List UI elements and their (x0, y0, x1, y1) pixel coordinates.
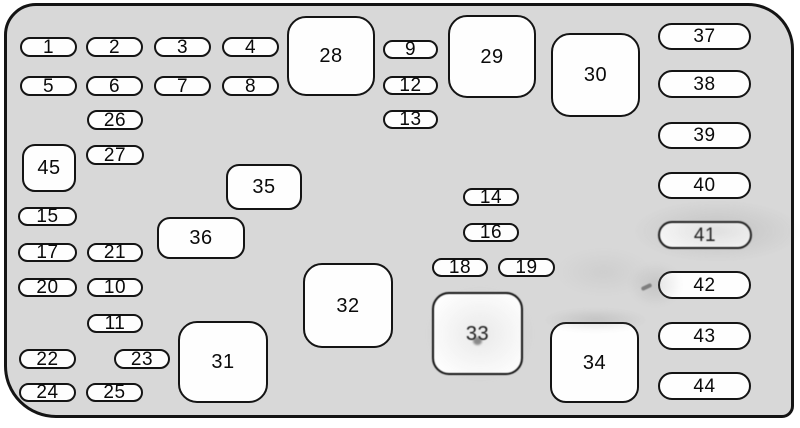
fuse-11: 11 (87, 314, 143, 333)
fuse-8: 8 (222, 76, 279, 96)
fuse-9: 9 (383, 40, 438, 59)
fuse-15: 15 (18, 207, 77, 226)
fuse-2: 2 (86, 37, 143, 57)
fuse-10: 10 (87, 278, 143, 297)
fuse-29: 29 (448, 15, 536, 98)
fuse-19: 19 (498, 258, 555, 277)
fuse-43: 43 (658, 322, 751, 350)
fuse-27: 27 (86, 145, 144, 165)
fuse-16: 16 (463, 223, 519, 242)
fuse-17: 17 (18, 243, 77, 262)
fuse-35: 35 (226, 164, 302, 210)
fuse-31: 31 (178, 321, 268, 403)
fuse-20: 20 (18, 278, 77, 297)
fuse-37: 37 (658, 23, 751, 50)
fuse-12: 12 (383, 76, 438, 95)
fuse-22: 22 (19, 349, 76, 369)
fuse-5: 5 (20, 76, 77, 96)
fuse-1: 1 (20, 37, 77, 57)
fuse-7: 7 (154, 76, 211, 96)
fuse-25: 25 (86, 383, 143, 402)
fuse-34: 34 (550, 322, 639, 403)
fuse-36: 36 (157, 217, 245, 259)
fuse-40: 40 (658, 172, 751, 199)
fuse-14: 14 (463, 188, 519, 207)
fuse-32: 32 (303, 263, 393, 348)
fuse-21: 21 (87, 243, 143, 262)
fuse-44: 44 (658, 372, 751, 400)
fuse-41: 41 (658, 221, 752, 249)
fuse-33: 33 (432, 292, 523, 375)
fuse-26: 26 (87, 110, 143, 130)
fuse-3: 3 (154, 37, 211, 57)
fuse-24: 24 (19, 383, 76, 402)
fuse-30: 30 (551, 33, 640, 117)
fuse-38: 38 (658, 70, 751, 98)
fuse-39: 39 (658, 122, 751, 149)
fuse-13: 13 (383, 110, 438, 129)
fuse-42: 42 (658, 271, 751, 299)
fuse-18: 18 (432, 258, 488, 277)
fuse-28: 28 (287, 16, 375, 96)
fuse-4: 4 (222, 37, 279, 57)
fuse-6: 6 (86, 76, 143, 96)
fuse-45: 45 (22, 144, 76, 192)
fuse-23: 23 (114, 349, 170, 369)
